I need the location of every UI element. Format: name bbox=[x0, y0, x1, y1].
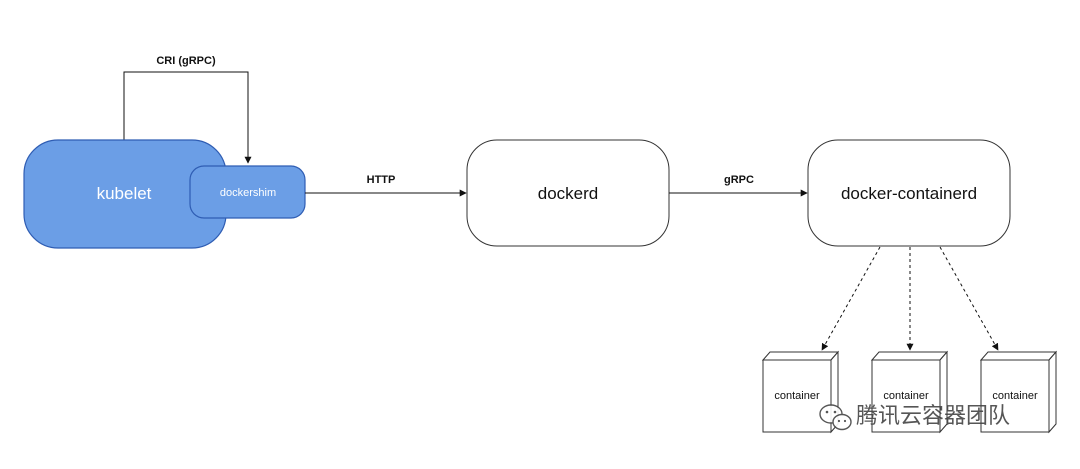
node-container-3-label: container bbox=[992, 390, 1038, 402]
node-dockershim: dockershim bbox=[189, 165, 306, 219]
node-dockerd: dockerd bbox=[466, 139, 670, 247]
edge-grpc-label: gRPC bbox=[724, 174, 754, 186]
edge-container-1 bbox=[821, 246, 881, 351]
wechat-icon bbox=[819, 404, 852, 431]
node-kubelet-label: kubelet bbox=[97, 184, 152, 203]
node-containerd: docker-containerd bbox=[807, 139, 1011, 247]
node-dockershim-label: dockershim bbox=[220, 187, 276, 199]
node-container-3: container bbox=[979, 350, 1058, 434]
node-kubelet: kubelet bbox=[23, 139, 227, 249]
node-containerd-label: docker-containerd bbox=[841, 184, 977, 203]
edge-http: HTTP bbox=[305, 174, 467, 197]
edge-cri-label: CRI (gRPC) bbox=[156, 55, 216, 67]
edge-http-label: HTTP bbox=[367, 174, 396, 186]
edge-grpc: gRPC bbox=[669, 174, 808, 197]
edges-containers bbox=[821, 246, 999, 351]
node-container-2: container bbox=[870, 350, 949, 434]
edge-container-3 bbox=[939, 246, 999, 351]
watermark-text: 腾讯云容器团队 bbox=[856, 403, 1010, 428]
watermark: 腾讯云容器团队 bbox=[819, 403, 1010, 431]
node-container-1-label: container bbox=[774, 390, 820, 402]
node-dockerd-label: dockerd bbox=[538, 184, 598, 203]
edge-cri: CRI (gRPC) bbox=[123, 55, 252, 164]
node-container-2-label: container bbox=[883, 390, 929, 402]
